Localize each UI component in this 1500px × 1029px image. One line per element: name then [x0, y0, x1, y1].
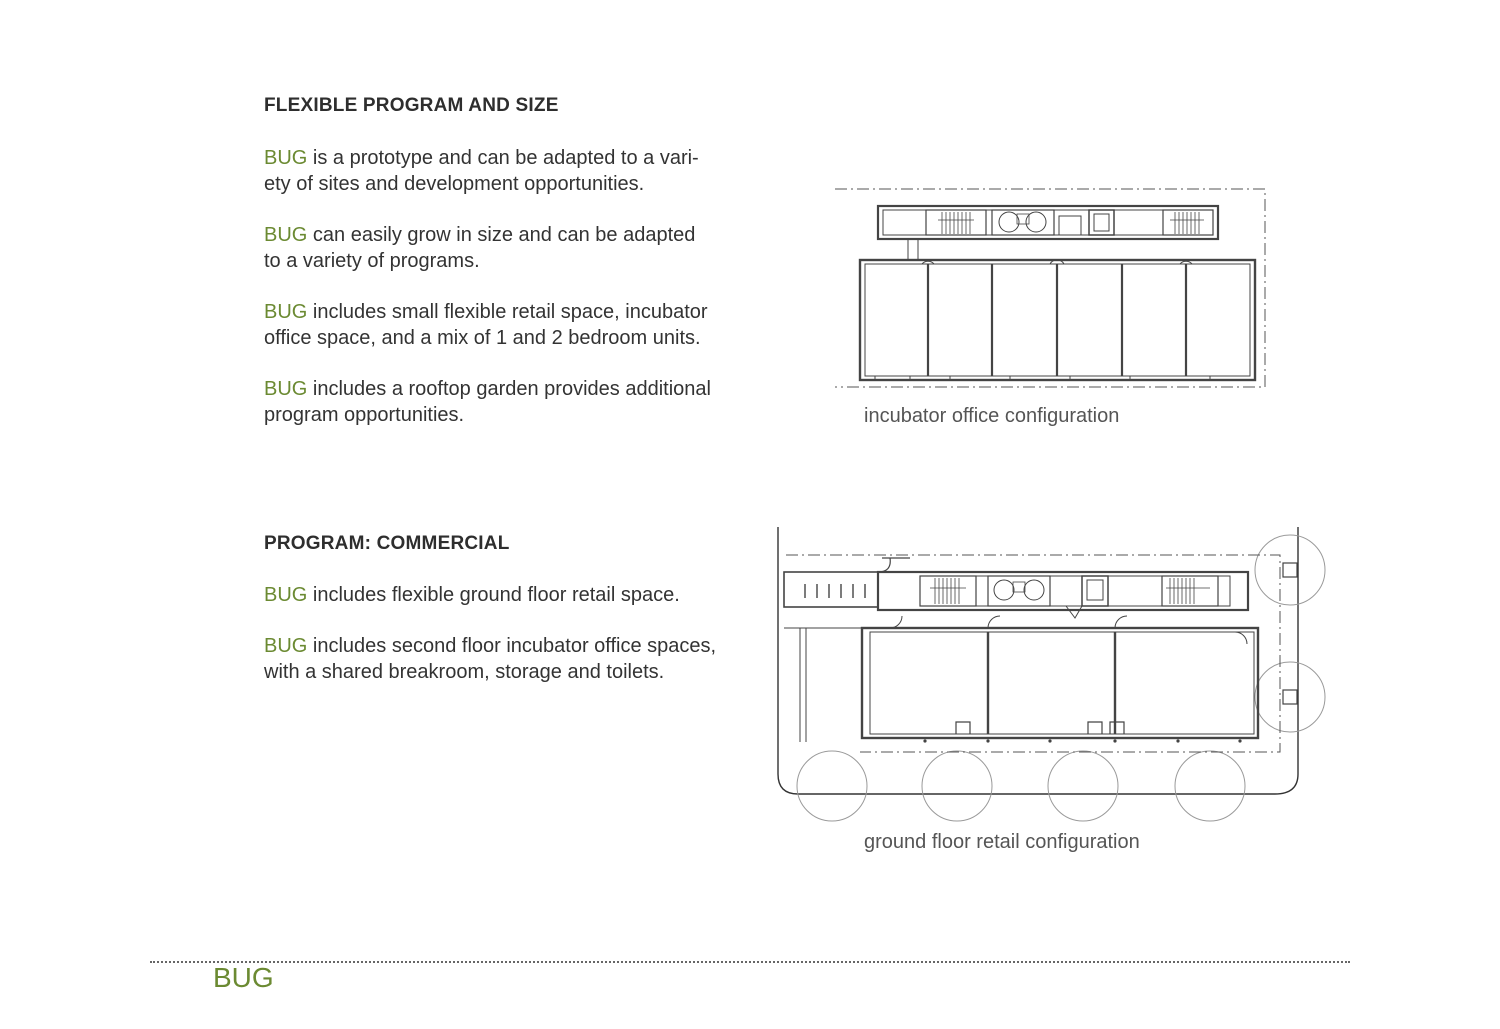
section-heading-program-commercial: PROGRAM: COMMERCIAL	[264, 533, 510, 554]
paragraph-second-floor: BUG includes second floor incubator offi…	[264, 633, 764, 685]
paragraph-text: can easily grow in size and can be adapt…	[307, 224, 696, 246]
paragraph-text: with a shared breakroom, storage and toi…	[264, 661, 665, 683]
paragraph-text: ety of sites and development opportuniti…	[264, 173, 645, 195]
incubator-office-floor-plan	[835, 188, 1266, 388]
paragraph-text: includes small flexible retail space, in…	[307, 301, 708, 323]
paragraph-grow: BUG can easily grow in size and can be a…	[264, 222, 764, 274]
brand-name: BUG	[264, 147, 308, 169]
paragraph-text: includes flexible ground floor retail sp…	[307, 584, 680, 606]
paragraph-ground-floor: BUG includes flexible ground floor retai…	[264, 582, 764, 608]
paragraph-text: includes second floor incubator office s…	[307, 635, 717, 657]
incubator-caption: incubator office configuration	[864, 405, 1120, 427]
retail-caption: ground floor retail configuration	[864, 831, 1140, 853]
brand-name: BUG	[264, 378, 308, 400]
paragraph-text: is a prototype and can be adapted to a v…	[307, 147, 699, 169]
brand-name: BUG	[264, 584, 308, 606]
paragraph-text: program opportunities.	[264, 404, 465, 426]
paragraph-retail-units: BUG includes small flexible retail space…	[264, 299, 764, 351]
retail-floor-plan	[777, 527, 1326, 822]
paragraph-text: office space, and a mix of 1 and 2 bedro…	[264, 327, 701, 349]
paragraph-rooftop: BUG includes a rooftop garden provides a…	[264, 376, 764, 428]
paragraph-prototype: BUG is a prototype and can be adapted to…	[264, 145, 764, 197]
footer-divider	[150, 961, 1350, 963]
paragraph-text: includes a rooftop garden provides addit…	[307, 378, 711, 400]
brand-name: BUG	[264, 301, 308, 323]
brand-name: BUG	[264, 224, 308, 246]
footer-brand-logo: BUG	[213, 962, 274, 993]
section-heading-flexible-program: FLEXIBLE PROGRAM AND SIZE	[264, 95, 559, 116]
paragraph-text: to a variety of programs.	[264, 250, 480, 272]
brand-name: BUG	[264, 635, 308, 657]
